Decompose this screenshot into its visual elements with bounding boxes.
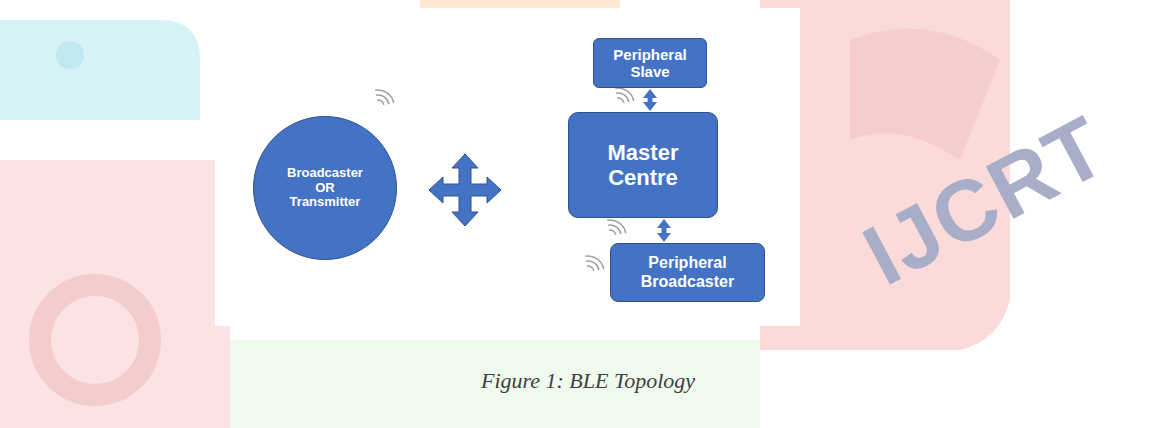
peripheral-box: Peripheral Slave xyxy=(593,38,707,88)
radio-wave-symbol xyxy=(607,217,626,236)
figure-caption: Figure 1: BLE Topology xyxy=(481,368,695,394)
watermark-shape xyxy=(0,160,230,428)
watermark-book xyxy=(850,29,1000,160)
double-arrow xyxy=(648,98,653,102)
radio-wave-symbol xyxy=(615,85,634,104)
watermark-shape xyxy=(0,20,200,120)
diagram-panel xyxy=(215,8,800,326)
broadcaster-circle: Broadcaster OR Transmitter xyxy=(253,116,397,260)
watermark-shape xyxy=(56,41,84,69)
node-label: Peripheral Slave xyxy=(605,46,695,81)
peripheral-box: Peripheral Broadcaster xyxy=(610,243,765,302)
master-box: Master Centre xyxy=(568,112,718,218)
radio-wave-symbol xyxy=(375,87,394,106)
double-arrow xyxy=(662,228,667,233)
watermark-gear xyxy=(40,285,150,395)
node-label: Peripheral Broadcaster xyxy=(623,254,753,291)
node-label: Broadcaster OR Transmitter xyxy=(279,166,371,211)
four-way-arrow xyxy=(429,154,501,226)
node-label: Master Centre xyxy=(588,140,698,191)
radio-wave-symbol xyxy=(585,253,604,272)
watermark-shape xyxy=(230,340,760,428)
